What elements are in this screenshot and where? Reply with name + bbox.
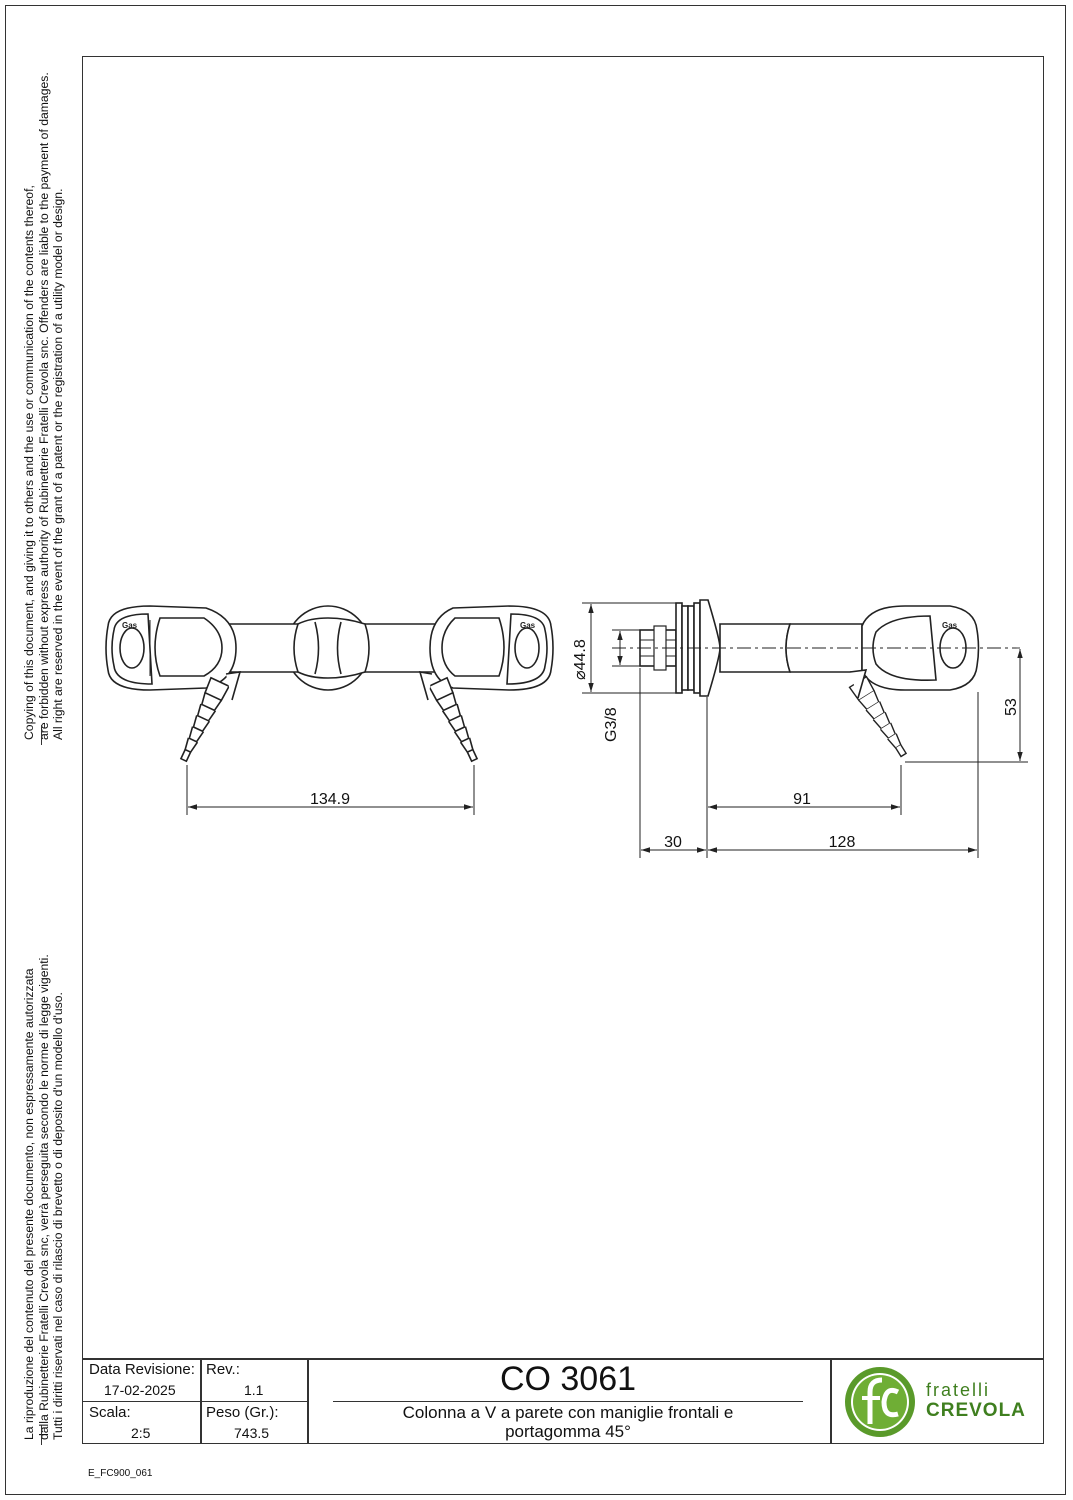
notice-separator xyxy=(41,1425,42,1445)
front-view xyxy=(105,605,554,763)
outer-border xyxy=(5,5,1066,1495)
rev-value: 1.1 xyxy=(244,1382,264,1398)
body-tube-right xyxy=(360,623,441,673)
side-dimension-lines xyxy=(582,602,1028,858)
product-description-line1: Colonna a V a parete con maniglie fronta… xyxy=(402,1403,734,1422)
weight-value: 743.5 xyxy=(234,1425,270,1441)
dimension-label-height: 53 xyxy=(1003,698,1020,716)
drawing-border xyxy=(82,56,1044,1444)
revision-date: 17-02-2025 xyxy=(104,1382,176,1398)
brand-name-line1: fratelli xyxy=(926,1380,991,1400)
hose-nozzle-left xyxy=(179,676,231,763)
dimension-label: 134.9 xyxy=(310,791,350,808)
valve-right xyxy=(429,605,554,691)
handle-mark-left: Gas xyxy=(122,621,138,630)
dimension-label: 44.8 xyxy=(572,639,589,670)
dimension-label-flange: 30 xyxy=(664,834,682,851)
dimension-width-front xyxy=(186,765,475,815)
dimension-label-total: 128 xyxy=(829,834,856,851)
side-view xyxy=(639,599,980,758)
document-code: E_FC900_061 xyxy=(88,1468,153,1479)
scale-label: Scala: xyxy=(89,1404,131,1421)
product-description-line2: portagomma 45° xyxy=(505,1422,631,1441)
dimension-label-depth-outlet: 91 xyxy=(793,791,811,808)
handle-mark-right: Gas xyxy=(520,621,536,630)
valve-left xyxy=(105,605,237,691)
rev-label: Rev.: xyxy=(206,1361,240,1378)
notice-separator xyxy=(41,725,42,745)
weight-label: Peso (Gr.): xyxy=(206,1404,279,1421)
product-code: CO 3061 xyxy=(499,1360,637,1398)
brand-name-line2: CREVOLA xyxy=(926,1400,1026,1421)
brand-logo xyxy=(845,1367,915,1437)
dimension-label-thread: G3/8 xyxy=(603,707,620,742)
hose-nozzle-right xyxy=(427,676,479,763)
center-coupling xyxy=(293,617,370,679)
handle-mark-side: Gas xyxy=(942,621,958,630)
dimension-label-diameter: ⌀44.8 xyxy=(572,639,589,680)
scale-value: 2:5 xyxy=(131,1425,151,1441)
diameter-symbol: ⌀ xyxy=(572,670,589,680)
revision-date-label: Data Revisione: xyxy=(89,1361,195,1378)
